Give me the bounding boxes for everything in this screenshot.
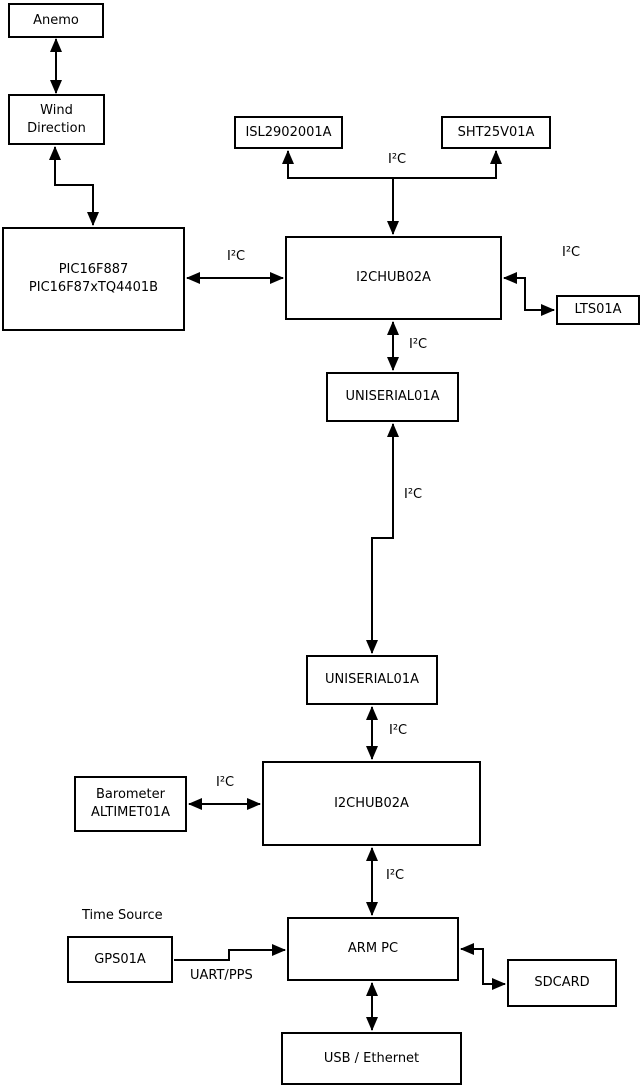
- node-i2chub02a-top: I2CHUB02A: [285, 236, 502, 320]
- edge-label-i2c-pic-hub1: I²C: [227, 249, 246, 264]
- edge-wind-pic: [49, 146, 99, 226]
- edge-label-i2c-sensors-hub1: I²C: [388, 152, 407, 167]
- edge-label-i2c-hub1-lts: I²C: [562, 245, 581, 260]
- node-sht25v01a: SHT25V01A: [441, 116, 551, 149]
- edge-label-i2c-uniserial-link: I²C: [404, 487, 423, 502]
- node-wind-direction: Wind Direction: [8, 94, 105, 145]
- node-isl2902001a: ISL2902001A: [234, 116, 343, 149]
- edge-uniserial-link: [366, 423, 399, 654]
- time-source-label: Time Source: [82, 908, 163, 923]
- edge-label-i2c-hub2-armpc: I²C: [386, 868, 405, 883]
- node-uniserial01a-top: UNISERIAL01A: [326, 372, 459, 422]
- edge-gps-armpc: [174, 944, 286, 961]
- edge-hub1-lts: [503, 272, 555, 316]
- node-barometer-altimet01a: Barometer ALTIMET01A: [74, 776, 187, 832]
- node-lts01a: LTS01A: [556, 295, 640, 325]
- edge-label-i2c-hub1-uniserial1: I²C: [409, 337, 428, 352]
- node-i2chub02a-bottom: I2CHUB02A: [262, 761, 481, 846]
- node-gps01a: GPS01A: [67, 936, 173, 983]
- node-anemo: Anemo: [8, 3, 104, 38]
- node-pic16f887: PIC16F887 PIC16F87xTQ4401B: [2, 227, 185, 331]
- node-uniserial01a-bottom: UNISERIAL01A: [306, 655, 438, 705]
- edge-armpc-sdcard: [460, 943, 506, 990]
- edge-label-i2c-uniserial2-hub2: I²C: [389, 723, 408, 738]
- node-sdcard: SDCARD: [507, 959, 617, 1007]
- edge-label-uart-pps: UART/PPS: [190, 968, 253, 983]
- node-arm-pc: ARM PC: [287, 917, 459, 981]
- edge-label-i2c-barometer-hub2: I²C: [216, 775, 235, 790]
- node-usb-ethernet: USB / Ethernet: [281, 1032, 462, 1085]
